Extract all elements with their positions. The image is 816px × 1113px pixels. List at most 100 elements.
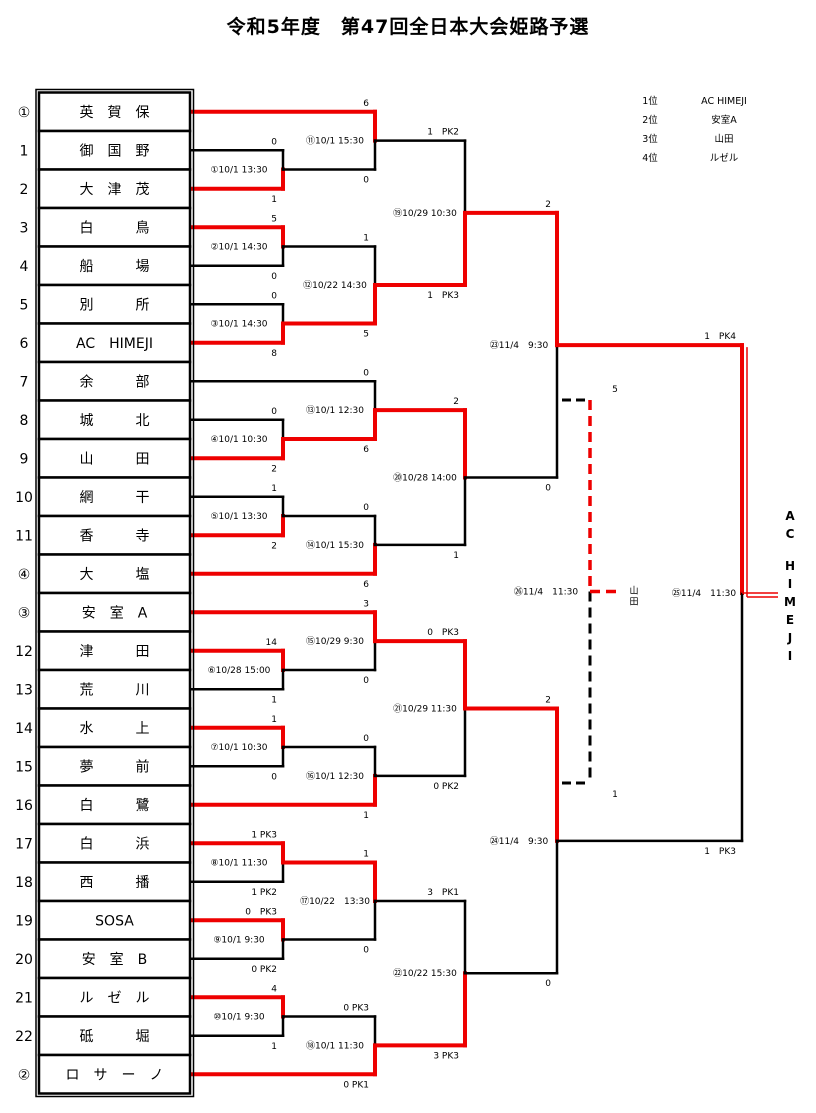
m9-score-top: 0 PK3 xyxy=(245,907,277,917)
team-row: 西 播18 xyxy=(15,861,192,903)
team-row: 大 塩④ xyxy=(18,553,192,595)
team-seed: ① xyxy=(18,105,31,121)
m26-winner-label: 山田 xyxy=(629,586,638,608)
m15-score-top: 3 xyxy=(363,599,369,609)
m26-winner-char: 山 xyxy=(629,586,638,597)
team-row: 山 田9 xyxy=(20,437,192,479)
team-name-box xyxy=(37,514,192,556)
team-name: 余 部 xyxy=(80,373,150,390)
m19-score-bottom: 1 PK3 xyxy=(427,291,459,301)
m17-label: ⑰10/22 13:30 xyxy=(300,896,370,907)
champion-char: I xyxy=(788,577,792,591)
m26-winner-char: 田 xyxy=(629,597,638,608)
team-name: 白 鳥 xyxy=(80,220,150,236)
team-name: AC HIMEJI xyxy=(76,336,153,352)
m26-score-top: 5 xyxy=(612,385,618,395)
team-name-box xyxy=(37,91,192,133)
team-name: 城 北 xyxy=(80,413,150,429)
team-name: 英 賀 保 xyxy=(80,104,150,121)
m23-score-top: 2 xyxy=(545,200,551,210)
team-seed: 12 xyxy=(15,644,33,660)
team-name: 津 田 xyxy=(80,644,150,660)
team-seed: 2 xyxy=(20,182,29,198)
team-row: ロ サ ー ノ ② xyxy=(18,1053,192,1095)
team-seed: 8 xyxy=(20,413,29,429)
m16-label: ⑯10/1 12:30 xyxy=(306,771,364,782)
team-name-box xyxy=(37,245,192,287)
m16-score-bottom: 1 xyxy=(363,811,369,821)
team-name: 大 塩 xyxy=(80,567,150,583)
team-row: 城 北 8 xyxy=(20,399,192,441)
team-row: 白 鷺16 xyxy=(15,784,192,826)
standing-rank: 3位 xyxy=(642,133,658,145)
m10-label: ⑩10/1 9:30 xyxy=(213,1013,265,1023)
m26-score-bottom: 1 xyxy=(612,790,618,800)
standing-team: 山田 xyxy=(714,134,733,145)
team-seed: 3 xyxy=(20,220,29,236)
champion-char: C xyxy=(786,527,795,541)
team-row: 船 場4 xyxy=(20,245,192,287)
m11-score-top: 6 xyxy=(363,99,369,109)
m4-label: ④10/1 10:30 xyxy=(210,435,267,445)
team-name: ル ゼ ル xyxy=(80,990,150,1006)
m20-label: ⑳10/28 14:00 xyxy=(393,473,457,484)
team-row: 英 賀 保 ① xyxy=(18,91,192,133)
m13-score-bottom: 6 xyxy=(363,445,369,455)
m5-score-bottom: 2 xyxy=(271,541,277,551)
team-seed: 17 xyxy=(15,836,33,852)
m12-score-top: 1 xyxy=(363,234,369,244)
team-seed: ③ xyxy=(18,605,31,621)
team-name: 白 鷺 xyxy=(80,798,150,814)
team-row: 荒 川13 xyxy=(15,668,192,710)
m21-score-bottom: 0 PK2 xyxy=(433,782,459,792)
team-seed: 5 xyxy=(20,297,29,313)
m2-score-top: 5 xyxy=(271,214,277,224)
team-seed: ② xyxy=(18,1067,31,1083)
team-name: 荒 川 xyxy=(80,682,150,698)
team-name: SOSA xyxy=(95,913,134,929)
m7-label: ⑦10/1 10:30 xyxy=(210,743,267,753)
team-name: 夢 前 xyxy=(80,758,150,775)
champion-char: E xyxy=(786,613,794,627)
m1-score-top: 0 xyxy=(271,137,277,147)
team-row: 香 寺11 xyxy=(15,514,192,556)
m3-score-bottom: 8 xyxy=(271,349,277,359)
m4-score-bottom: 2 xyxy=(271,464,277,474)
team-name-box xyxy=(37,745,192,787)
team-name: 御 国 野 xyxy=(80,143,150,159)
m17-score-bottom: 0 xyxy=(363,946,369,956)
team-row: 大 津 茂 2 xyxy=(20,168,192,210)
m18-score-bottom: 0 PK1 xyxy=(343,1080,369,1090)
team-name: 西 播 xyxy=(80,875,150,891)
m15-score-bottom: 0 xyxy=(363,676,369,686)
standing-row: 4位ルゼル xyxy=(642,152,739,164)
champion-char: I xyxy=(788,649,792,663)
m8-label: ⑧10/1 11:30 xyxy=(210,859,267,869)
m4-score-top: 0 xyxy=(271,407,277,417)
m3-score-top: 0 xyxy=(271,291,277,301)
team-seed: 20 xyxy=(15,952,33,968)
team-name: 砥 堀 xyxy=(80,1029,150,1045)
team-name-box xyxy=(37,784,192,826)
team-name: 水 上 xyxy=(80,721,150,737)
m20-score-bottom: 1 xyxy=(453,551,459,561)
team-name: ロ サ ー ノ xyxy=(66,1067,164,1083)
m24-label: ㉔11/4 9:30 xyxy=(490,836,549,847)
team-name: 大 津 茂 xyxy=(80,181,150,198)
team-name-box xyxy=(37,899,192,941)
m6-label: ⑥10/28 15:00 xyxy=(208,666,271,676)
m21-label: ㉑10/29 11:30 xyxy=(393,704,457,715)
m7-score-top: 1 xyxy=(271,715,277,725)
m16-score-top: 0 xyxy=(363,734,369,744)
team-seed: 15 xyxy=(15,759,33,775)
m6-score-top: 14 xyxy=(266,638,278,648)
m18-label: ⑱10/1 11:30 xyxy=(306,1040,364,1051)
team-row: 安 室 B 20 xyxy=(15,938,192,980)
m20-score-top: 2 xyxy=(453,397,459,407)
standing-rank: 1位 xyxy=(642,95,658,107)
team-name: 安 室 B xyxy=(82,951,148,968)
team-row: 安 室 A③ xyxy=(18,591,192,633)
